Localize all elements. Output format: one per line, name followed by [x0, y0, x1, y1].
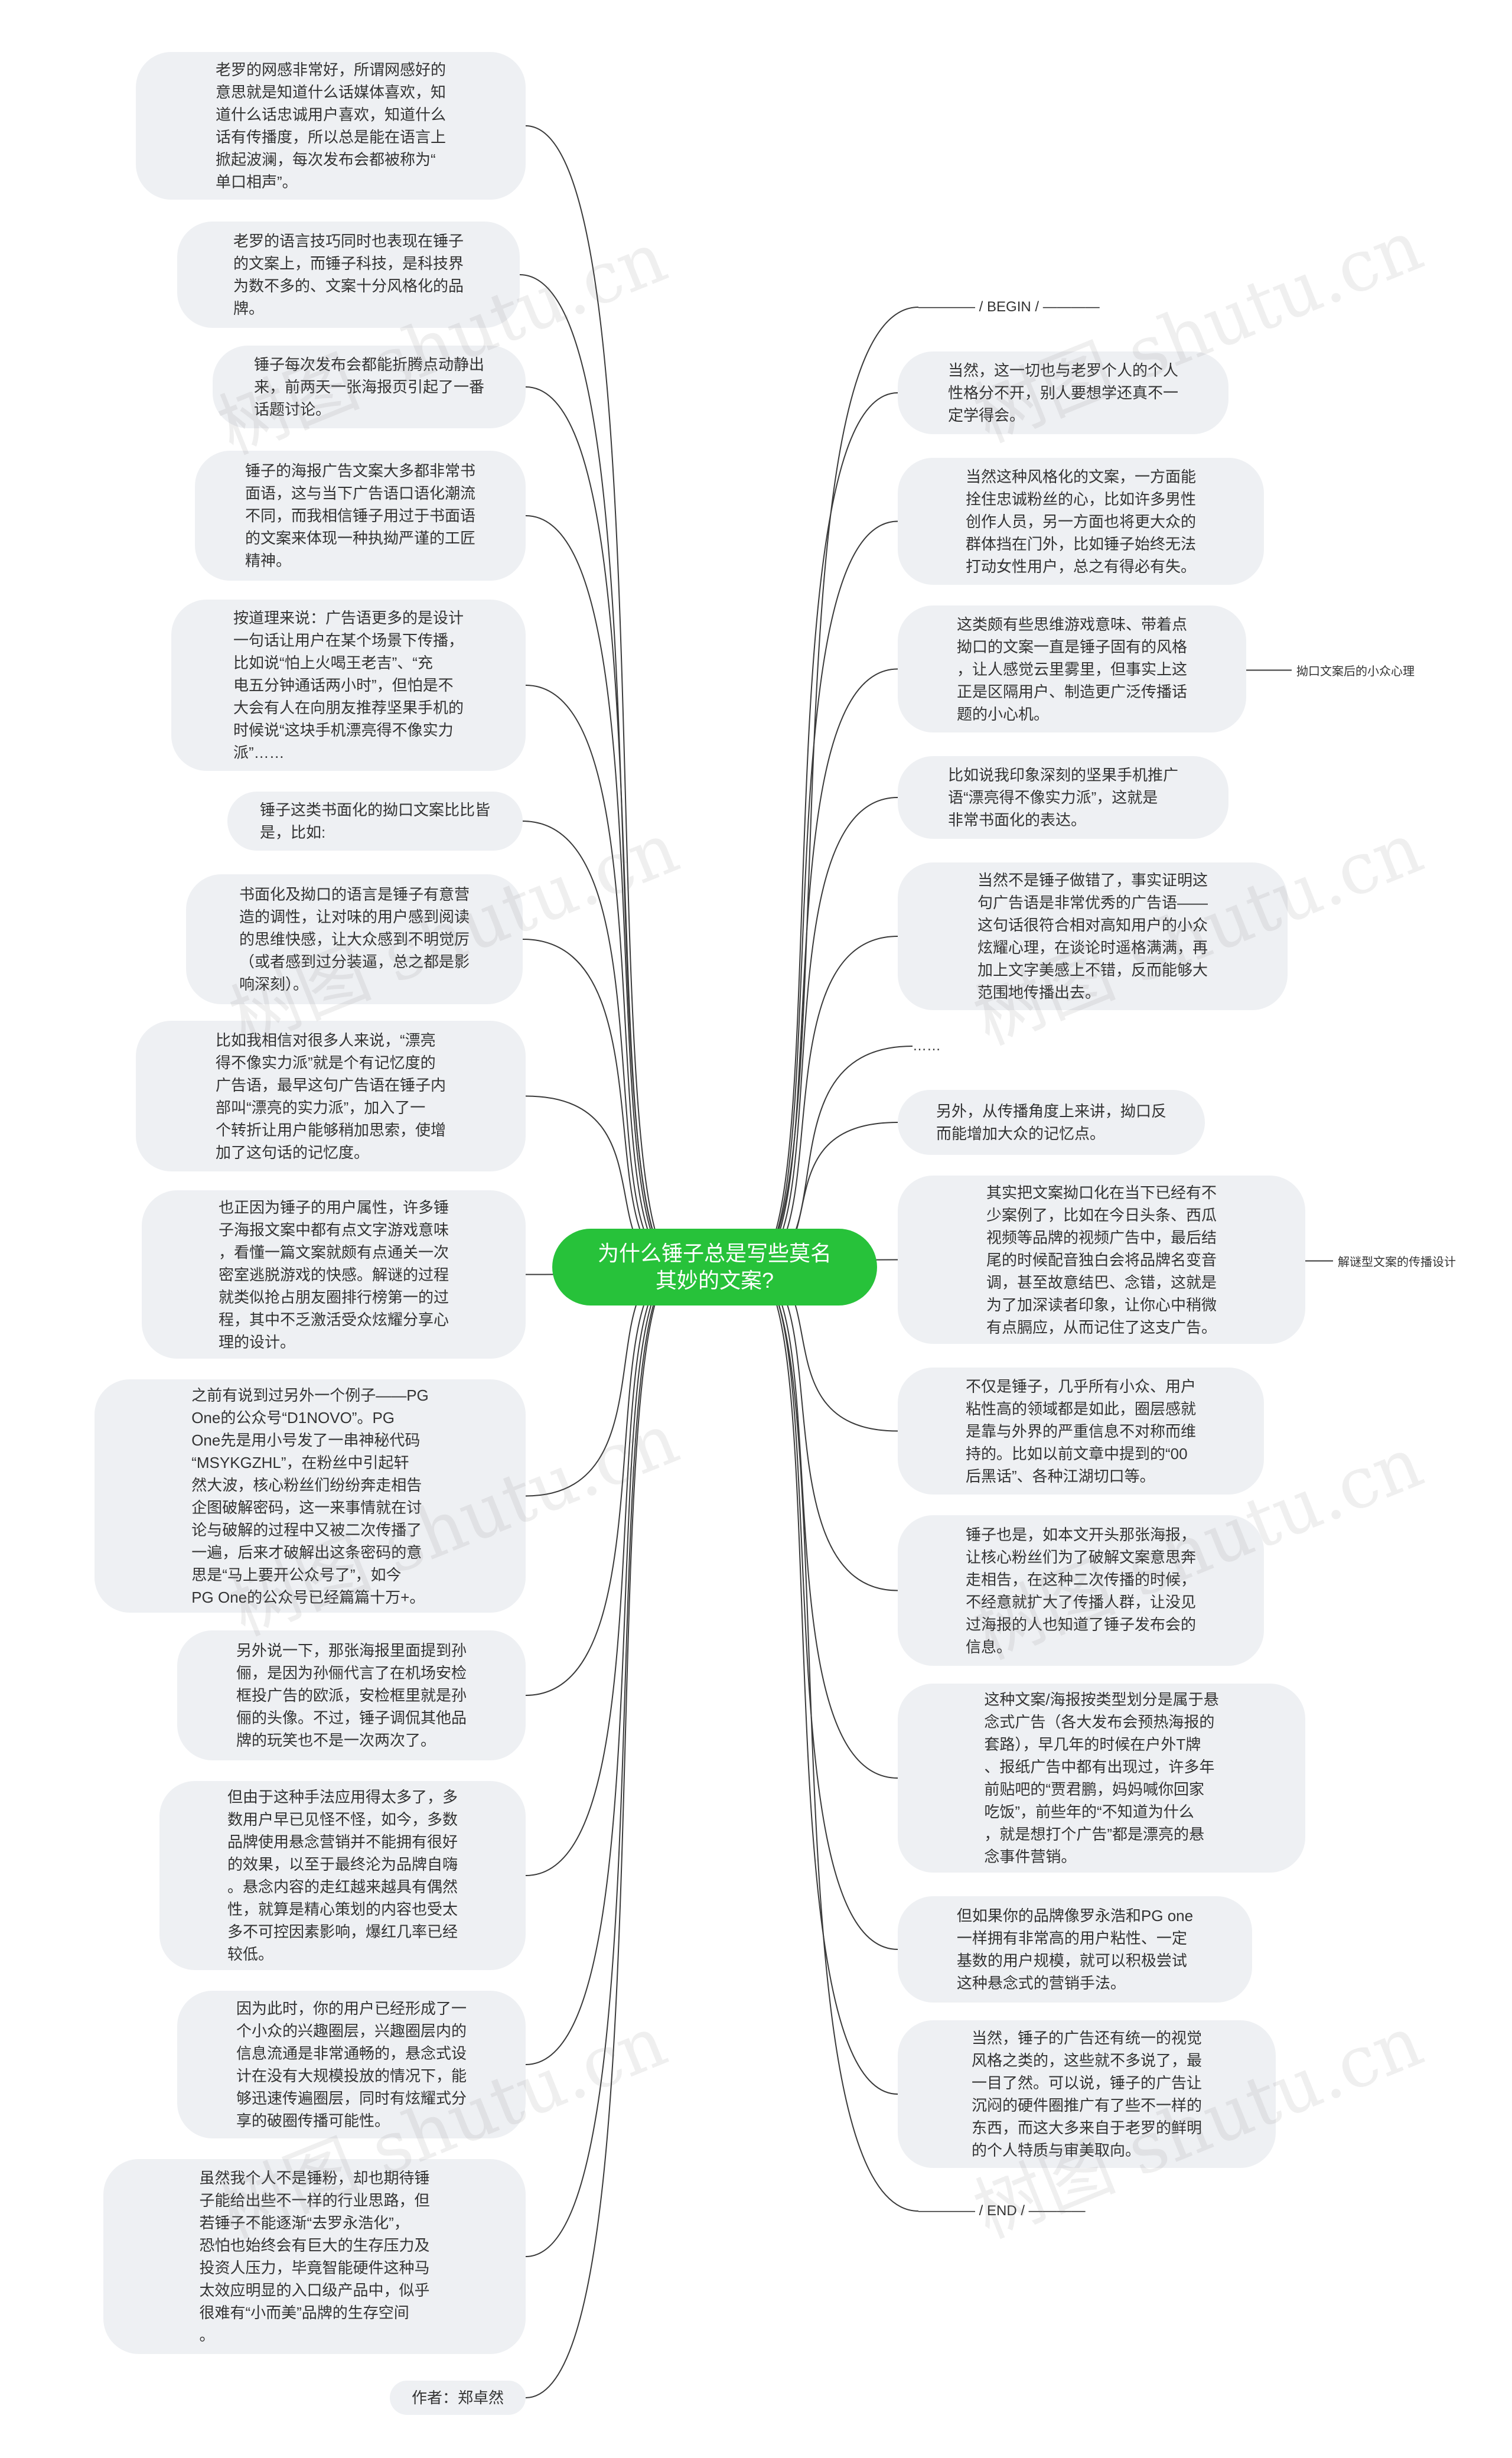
- end-marker[interactable]: ———— / END / ————: [918, 2203, 1086, 2219]
- right-node-6-text: 另外，从传播角度上来讲，拗口反 而能增加大众的记忆点。: [936, 1102, 1166, 1142]
- left-node-3-text: 锤子每次发布会都能折腾点动静出 来，前两天一张海报页引起了一番 话题讨论。: [253, 356, 484, 418]
- right-node-3[interactable]: 这类颇有些思维游戏意味、带着点 拗口的文案一直是锤子固有的风格 ，让人感觉云里雾…: [898, 605, 1246, 732]
- right-node-1-text: 当然，这一切也与老罗个人的个人 性格分不开，别人要想学还真不一 定学得会。: [947, 362, 1178, 424]
- left-node-10[interactable]: 之前有说到过另外一个例子——PG One的公众号“D1NOVO”。PG One先…: [94, 1379, 526, 1613]
- left-node-2-text: 老罗的语言技巧同时也表现在锤子 的文案上，而锤子科技，是科技界 为数不多的、文案…: [233, 232, 464, 317]
- connector-left: [525, 386, 680, 1268]
- left-node-7-text: 书面化及拗口的语言是锤子有意营 造的调性，让对味的用户感到阅读 的思维快感，让大…: [239, 885, 470, 993]
- right-node-4-text: 比如说我印象深刻的坚果手机推广 语“漂亮得不像实力派”，这就是 非常书面化的表达…: [947, 766, 1178, 829]
- left-node-6[interactable]: 锤子这类书面化的拗口文案比比皆 是，比如:: [227, 792, 523, 851]
- connector-left: [525, 515, 680, 1268]
- right-node-5[interactable]: 当然不是锤子做错了，事实证明这 句广告语是非常优秀的广告语—— 这句话很符合相对…: [898, 862, 1288, 1010]
- connector-left: [525, 125, 680, 1268]
- right-node-9-text: 锤子也是，如本文开头那张海报， 让核心粉丝们为了破解文案意思奔 走相告，在这种二…: [965, 1525, 1196, 1656]
- sub-label-niche-psychology[interactable]: 拗口文案后的小众心理: [1296, 665, 1415, 678]
- right-node-7[interactable]: 其实把文案拗口化在当下已经有不 少案例了，比如在今日头条、西瓜 视频等品牌的视频…: [898, 1176, 1305, 1344]
- left-node-8-text: 比如我相信对很多人来说，“漂亮 得不像实力派”就是个有记忆度的 广告语，最早这句…: [215, 1031, 446, 1161]
- connector-left: [525, 1267, 680, 1696]
- connector-left: [519, 274, 680, 1268]
- left-node-11[interactable]: 另外说一下，那张海报里面提到孙 俪，是因为孙俪代言了在机场安检 框投广告的欧派，…: [177, 1630, 526, 1760]
- connector-right: [750, 1267, 919, 2212]
- right-node-8[interactable]: 不仅是锤子，几乎所有小众、用户 粘性高的领域都是如此，圈层感就 是靠与外界的严重…: [898, 1368, 1264, 1495]
- connector-right: [750, 797, 898, 1268]
- left-node-4-text: 锤子的海报广告文案大多都非常书 面语，这与当下广告语口语化潮流 不同，而我相信锤…: [245, 462, 475, 569]
- right-node-12[interactable]: 当然，锤子的广告还有统一的视觉 风格之类的，这些就不多说了，最 一目了然。可以说…: [898, 2020, 1276, 2168]
- right-node-10[interactable]: 这种文案/海报按类型划分是属于悬 念式广告（各大发布会预热海报的 套路），早几年…: [898, 1684, 1305, 1873]
- left-node-9[interactable]: 也正因为锤子的用户属性，许多锤 子海报文案中都有点文字游戏意味 ，看懂一篇文案就…: [142, 1190, 526, 1359]
- sub-label-puzzle-design[interactable]: 解谜型文案的传播设计: [1338, 1256, 1456, 1269]
- right-node-6[interactable]: 另外，从传播角度上来讲，拗口反 而能增加大众的记忆点。: [898, 1090, 1205, 1155]
- right-node-11[interactable]: 但如果你的品牌像罗永浩和PG one 一样拥有非常高的用户粘性、一定 基数的用户…: [898, 1896, 1252, 2003]
- begin-marker[interactable]: ———— / BEGIN / ————: [918, 299, 1100, 315]
- left-node-7[interactable]: 书面化及拗口的语言是锤子有意营 造的调性，让对味的用户感到阅读 的思维快感，让大…: [186, 874, 523, 1004]
- root-title: 为什么锤子总是写些莫名 其妙的文案?: [597, 1241, 832, 1293]
- right-node-2[interactable]: 当然这种风格化的文案，一方面能 拴住忠诚粉丝的心，比如许多男性 创作人员，另一方…: [898, 458, 1264, 585]
- left-node-14-text: 虽然我个人不是锤粉，却也期待锤 子能给出些不一样的行业思路，但 若锤子不能逐渐“…: [199, 2169, 430, 2344]
- left-node-12[interactable]: 但由于这种手法应用得太多了，多 数用户早已见怪不怪，如今，多数 品牌使用悬念营销…: [159, 1781, 526, 1970]
- left-node-3[interactable]: 锤子每次发布会都能折腾点动静出 来，前两天一张海报页引起了一番 话题讨论。: [213, 346, 526, 428]
- right-node-8-text: 不仅是锤子，几乎所有小众、用户 粘性高的领域都是如此，圈层感就 是靠与外界的严重…: [965, 1377, 1196, 1485]
- connector-left: [522, 821, 680, 1268]
- connector-left: [522, 939, 680, 1268]
- left-node-8[interactable]: 比如我相信对很多人来说，“漂亮 得不像实力派”就是个有记忆度的 广告语，最早这句…: [136, 1021, 526, 1171]
- right-node-10-text: 这种文案/海报按类型划分是属于悬 念式广告（各大发布会预热海报的 套路），早几年…: [984, 1691, 1219, 1866]
- right-node-12-text: 当然，锤子的广告还有统一的视觉 风格之类的，这些就不多说了，最 一目了然。可以说…: [971, 2029, 1202, 2159]
- connector-right: [750, 668, 898, 1268]
- connector-right: [750, 1267, 898, 2095]
- left-node-14[interactable]: 虽然我个人不是锤粉，却也期待锤 子能给出些不一样的行业思路，但 若锤子不能逐渐“…: [103, 2159, 526, 2354]
- right-node-1[interactable]: 当然，这一切也与老罗个人的个人 性格分不开，别人要想学还真不一 定学得会。: [898, 351, 1228, 434]
- left-node-1-text: 老罗的网感非常好，所谓网感好的 意思就是知道什么话媒体喜欢，知 道什么话忠诚用户…: [215, 61, 446, 191]
- right-node-4[interactable]: 比如说我印象深刻的坚果手机推广 语“漂亮得不像实力派”，这就是 非常书面化的表达…: [898, 756, 1228, 839]
- right-node-3-text: 这类颇有些思维游戏意味、带着点 拗口的文案一直是锤子固有的风格 ，让人感觉云里雾…: [956, 615, 1187, 723]
- left-node-1[interactable]: 老罗的网感非常好，所谓网感好的 意思就是知道什么话媒体喜欢，知 道什么话忠诚用户…: [136, 52, 526, 200]
- right-node-5-text: 当然不是锤子做错了，事实证明这 句广告语是非常优秀的广告语—— 这句话很符合相对…: [977, 871, 1208, 1001]
- author-text: 作者：郑卓然: [411, 2389, 504, 2407]
- ellipsis-node[interactable]: ……: [913, 1038, 941, 1054]
- left-node-10-text: 之前有说到过另外一个例子——PG One的公众号“D1NOVO”。PG One先…: [191, 1386, 429, 1606]
- root-topic[interactable]: 为什么锤子总是写些莫名 其妙的文案?: [552, 1229, 877, 1305]
- connector-right: [750, 392, 898, 1268]
- right-node-7-text: 其实把文案拗口化在当下已经有不 少案例了，比如在今日头条、西瓜 视频等品牌的视频…: [986, 1183, 1217, 1336]
- connector-right: [750, 1267, 898, 1950]
- left-node-2[interactable]: 老罗的语言技巧同时也表现在锤子 的文案上，而锤子科技，是科技界 为数不多的、文案…: [177, 222, 520, 328]
- left-node-13[interactable]: 因为此时，你的用户已经形成了一 个小众的兴趣圈层，兴趣圈层内的 信息流通是非常通…: [177, 1991, 526, 2138]
- connector-left: [525, 1267, 680, 2257]
- right-node-11-text: 但如果你的品牌像罗永浩和PG one 一样拥有非常高的用户粘性、一定 基数的用户…: [956, 1907, 1194, 1992]
- connector-left: [525, 1267, 680, 2065]
- left-node-4[interactable]: 锤子的海报广告文案大多都非常书 面语，这与当下广告语口语化潮流 不同，而我相信锤…: [195, 451, 526, 581]
- left-node-5[interactable]: 按道理来说：广告语更多的是设计 一句话让用户在某个场景下传播， 比如说“怕上火喝…: [171, 600, 526, 771]
- connector-left: [525, 1267, 680, 1876]
- right-node-2-text: 当然这种风格化的文案，一方面能 拴住忠诚粉丝的心，比如许多男性 创作人员，另一方…: [965, 467, 1196, 575]
- left-node-9-text: 也正因为锤子的用户属性，许多锤 子海报文案中都有点文字游戏意味 ，看懂一篇文案就…: [218, 1198, 449, 1351]
- left-node-11-text: 另外说一下，那张海报里面提到孙 俪，是因为孙俪代言了在机场安检 框投广告的欧派，…: [236, 1642, 467, 1749]
- connector-left: [525, 685, 680, 1268]
- left-node-13-text: 因为此时，你的用户已经形成了一 个小众的兴趣圈层，兴趣圈层内的 信息流通是非常通…: [236, 2000, 467, 2130]
- right-node-9[interactable]: 锤子也是，如本文开头那张海报， 让核心粉丝们为了破解文案意思奔 走相告，在这种二…: [898, 1515, 1264, 1666]
- author-node[interactable]: 作者：郑卓然: [390, 2381, 526, 2415]
- left-node-12-text: 但由于这种手法应用得太多了，多 数用户早已见怪不怪，如今，多数 品牌使用悬念营销…: [227, 1788, 458, 1963]
- left-node-6-text: 锤子这类书面化的拗口文案比比皆 是，比如:: [259, 801, 490, 841]
- connector-right: [750, 307, 919, 1268]
- connector-left: [525, 1267, 680, 2398]
- left-node-5-text: 按道理来说：广告语更多的是设计 一句话让用户在某个场景下传播， 比如说“怕上火喝…: [233, 609, 464, 761]
- connector-right: [750, 520, 898, 1268]
- connector-right: [750, 1267, 898, 1779]
